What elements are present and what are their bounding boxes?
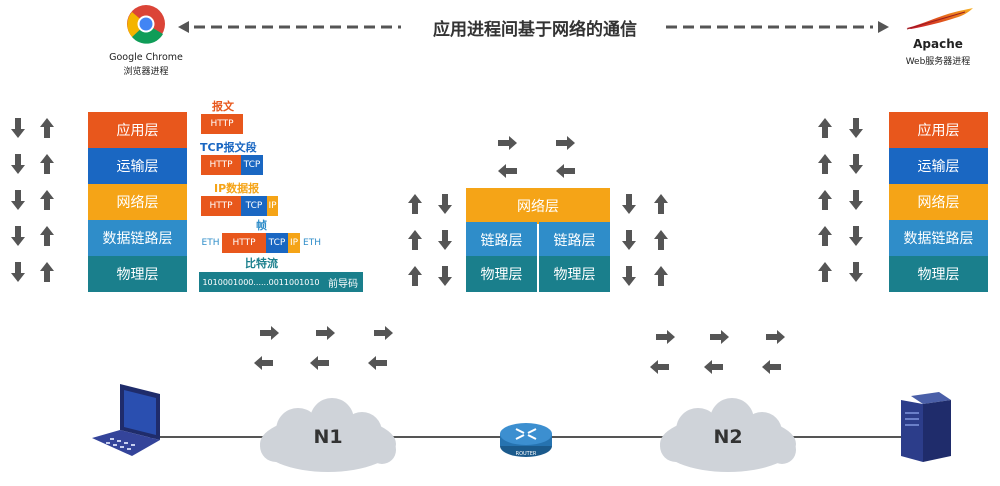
frame-http-block: HTTP bbox=[222, 233, 266, 253]
n1-label: N1 bbox=[313, 426, 343, 448]
router-layer-link-left: 链路层 bbox=[466, 222, 537, 258]
message-label: 报文 bbox=[212, 100, 234, 113]
frame-ip-block: IP bbox=[288, 233, 300, 253]
router-layer-link-right: 链路层 bbox=[539, 222, 610, 258]
left-layer-physical: 物理层 bbox=[88, 256, 187, 292]
frame-eth-head: ETH bbox=[199, 233, 222, 253]
left-layer-application: 应用层 bbox=[88, 112, 187, 148]
router-layer-phy-right: 物理层 bbox=[539, 256, 610, 292]
left-layer-datalink: 数据链路层 bbox=[88, 220, 187, 256]
n1-transfer-arrows bbox=[252, 322, 402, 374]
right-host-updown-arrows bbox=[815, 112, 875, 292]
frame-tcp-block: TCP bbox=[266, 233, 288, 253]
chrome-icon bbox=[126, 4, 166, 44]
seg-http-block: HTTP bbox=[201, 155, 241, 175]
right-app-name: Apache bbox=[913, 37, 963, 51]
router-label: ROUTER bbox=[515, 451, 537, 457]
bitstream-block: 1010001000......0011001010 bbox=[199, 272, 323, 292]
router-updown-arrows-left bbox=[406, 190, 462, 292]
server-icon bbox=[897, 392, 953, 464]
diagram-title: 应用进程间基于网络的通信 bbox=[433, 20, 637, 40]
apache-feather-icon bbox=[905, 6, 975, 32]
right-layer-transport: 运输层 bbox=[889, 148, 988, 184]
frame-label: 帧 bbox=[256, 219, 267, 232]
ip-datagram-label: IP数据报 bbox=[214, 182, 260, 195]
router-top-lr-arrows bbox=[490, 134, 590, 184]
top-dashed-arrow bbox=[176, 19, 891, 35]
left-layer-network: 网络层 bbox=[88, 184, 187, 220]
dg-http-block: HTTP bbox=[201, 196, 241, 216]
right-layer-application: 应用层 bbox=[889, 112, 988, 148]
left-app-name: Google Chrome bbox=[109, 52, 183, 63]
router-layer-network: 网络层 bbox=[466, 188, 610, 224]
tcp-segment-label: TCP报文段 bbox=[200, 141, 257, 154]
left-layer-transport: 运输层 bbox=[88, 148, 187, 184]
frame-eth-tail: ETH bbox=[300, 233, 324, 253]
router-layer-phy-left: 物理层 bbox=[466, 256, 537, 292]
right-layer-datalink: 数据链路层 bbox=[889, 220, 988, 256]
msg-http-block: HTTP bbox=[201, 114, 243, 134]
right-layer-network: 网络层 bbox=[889, 184, 988, 220]
left-host-updown-arrows bbox=[8, 112, 68, 292]
preamble-block: 前导码 bbox=[323, 272, 363, 292]
right-layer-physical: 物理层 bbox=[889, 256, 988, 292]
dg-tcp-block: TCP bbox=[241, 196, 267, 216]
laptop-icon bbox=[90, 380, 170, 462]
seg-tcp-block: TCP bbox=[241, 155, 263, 175]
n2-cloud bbox=[650, 396, 805, 478]
n2-label: N2 bbox=[713, 426, 743, 448]
n2-transfer-arrows bbox=[648, 326, 798, 378]
bitstream-label: 比特流 bbox=[245, 257, 278, 270]
left-app-sub: 浏览器进程 bbox=[123, 67, 169, 77]
router-updown-arrows-right bbox=[620, 190, 676, 292]
dg-ip-block: IP bbox=[267, 196, 278, 216]
n1-cloud bbox=[250, 396, 405, 478]
router-icon bbox=[498, 418, 554, 460]
right-app-sub: Web服务器进程 bbox=[905, 57, 971, 67]
